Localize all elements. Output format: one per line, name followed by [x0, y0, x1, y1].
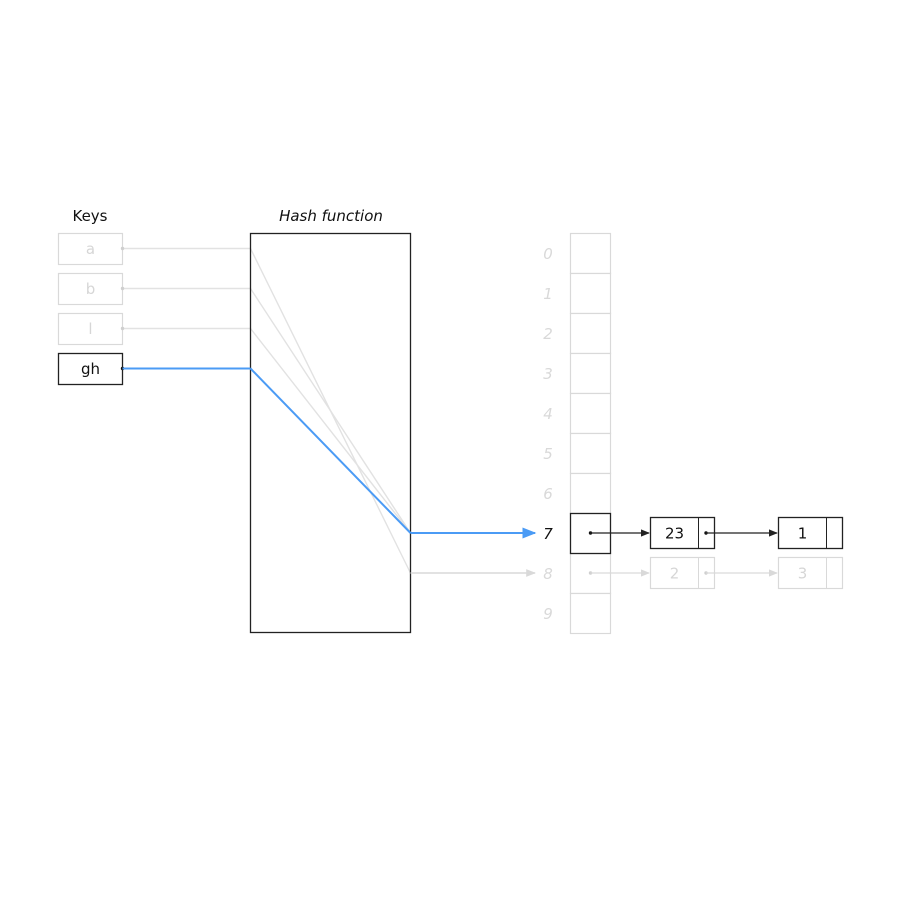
- hash-function-box: [249, 232, 412, 634]
- key-label: gh: [81, 360, 100, 378]
- chain-bucket-7: 23 1: [588, 516, 844, 550]
- key-box: [57, 232, 124, 266]
- bucket-index-5: 5: [543, 445, 553, 463]
- bucket-index-9: 9: [543, 605, 553, 623]
- keys-column: a b l gh: [57, 232, 125, 386]
- bucket-index-0: 0: [543, 245, 553, 263]
- node-box: [777, 516, 844, 550]
- node-box: [777, 556, 844, 590]
- keys-title: Keys: [72, 207, 107, 225]
- node-value: 1: [798, 525, 808, 543]
- bucket-index-2: 2: [543, 325, 553, 343]
- key-label: l: [88, 320, 92, 338]
- bucket-index-6: 6: [543, 485, 553, 503]
- bucket-5: [569, 432, 612, 475]
- hash-mapping-line: [249, 328, 412, 534]
- bucket-4: [569, 392, 612, 435]
- bucket-index-8: 8: [543, 565, 553, 583]
- bucket-0: [569, 232, 612, 275]
- list-node: 3: [777, 556, 844, 590]
- key-box: [57, 352, 124, 386]
- key-gh[interactable]: gh: [57, 352, 125, 386]
- key-pointer-dot: [120, 286, 125, 291]
- list-node: 1: [777, 516, 844, 550]
- key-label: b: [86, 280, 96, 298]
- connection-lines: [122, 247, 412, 574]
- bucket-6: [569, 472, 612, 515]
- key-b[interactable]: b: [57, 272, 125, 306]
- bucket-3: [569, 352, 612, 395]
- key-l[interactable]: l: [57, 312, 125, 346]
- bucket-index-3: 3: [543, 365, 553, 383]
- hash-mapping-line: [249, 288, 412, 534]
- key-box: [57, 312, 124, 346]
- node-value: 23: [665, 525, 684, 543]
- node-value: 2: [670, 565, 680, 583]
- key-label: a: [86, 240, 95, 258]
- hash-function-paths: [122, 367, 537, 577]
- bucket-1: [569, 272, 612, 315]
- list-node: 23: [649, 516, 778, 550]
- hash-function-title: Hash function: [279, 207, 383, 225]
- bucket-9: [569, 592, 612, 635]
- list-node: 2: [649, 556, 778, 590]
- node-box: [649, 516, 716, 550]
- bucket-index-1: 1: [543, 285, 553, 303]
- key-box: [57, 272, 124, 306]
- key-pointer-dot: [120, 246, 125, 251]
- hash-mapping-line: [249, 367, 412, 534]
- node-value: 3: [798, 565, 808, 583]
- bucket-2: [569, 312, 612, 355]
- key-a[interactable]: a: [57, 232, 125, 266]
- key-pointer-dot: [120, 326, 125, 331]
- bucket-array: 0 1 2 3 4 5 6 7 8 9: [543, 232, 612, 635]
- bucket-index-4: 4: [543, 405, 553, 423]
- bucket-index-7: 7: [543, 525, 553, 543]
